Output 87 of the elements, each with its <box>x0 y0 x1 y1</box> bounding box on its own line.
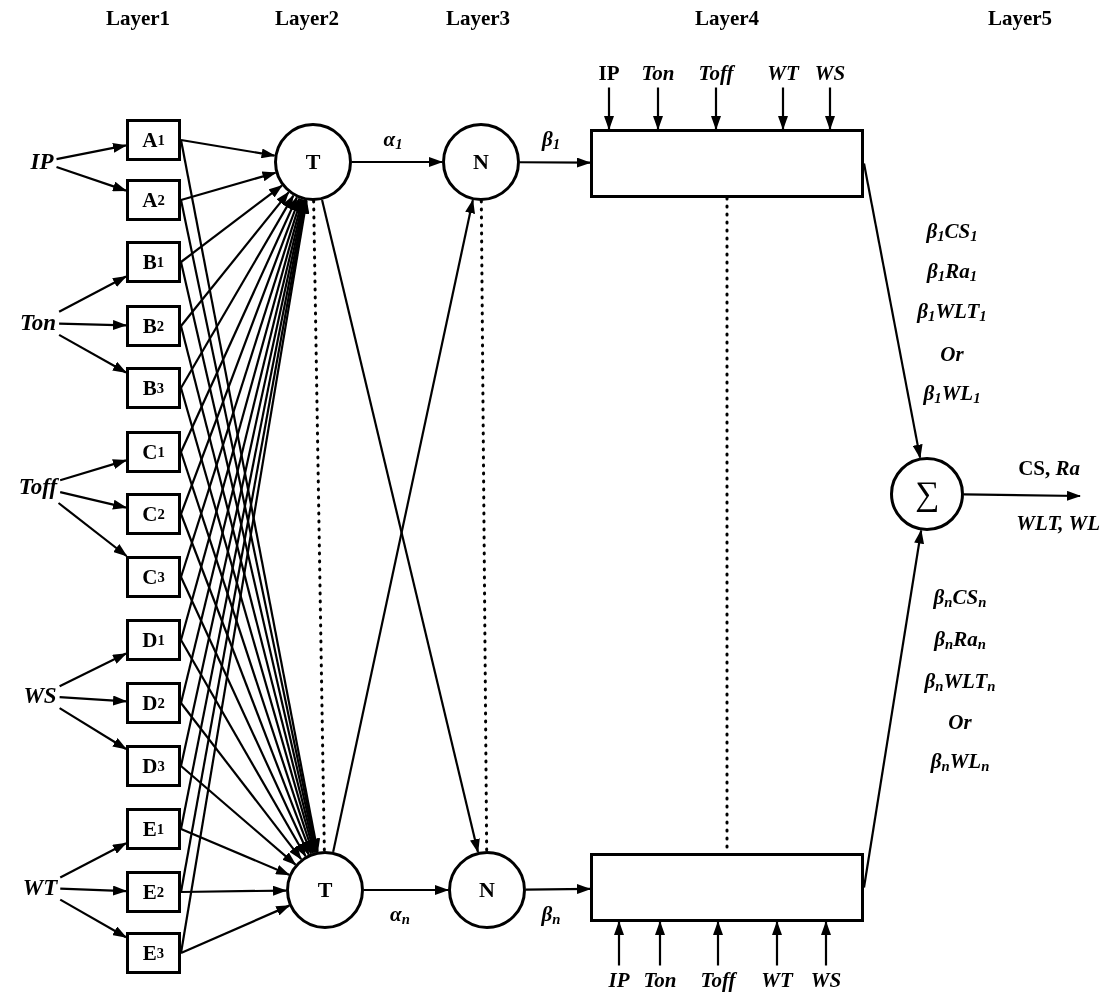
arrow <box>825 87 835 130</box>
arrow <box>614 921 624 966</box>
arrow <box>179 197 301 515</box>
arrow <box>180 184 283 263</box>
input-label: WS <box>23 683 57 709</box>
arrow <box>526 884 591 895</box>
output-label: WLT, WL <box>1016 511 1100 536</box>
arrow <box>862 163 923 459</box>
dotted-line <box>479 199 489 853</box>
input-label: IP <box>598 60 620 86</box>
input-label: Toff <box>18 474 58 500</box>
arrow <box>60 885 127 896</box>
arrow <box>180 639 307 858</box>
input-label: IP <box>30 149 54 175</box>
input-label: IP <box>608 967 630 993</box>
layer-heading: Layer5 <box>987 5 1053 31</box>
layer-heading: Layer2 <box>274 5 340 31</box>
input-label: WT <box>761 967 793 993</box>
arrow <box>179 513 313 855</box>
arrow <box>180 828 290 876</box>
arrow <box>821 921 831 966</box>
input-label: WT <box>22 875 58 901</box>
rule-output-box <box>590 853 864 922</box>
input-label: Toff <box>698 60 734 86</box>
arrow <box>180 138 276 159</box>
node-circle: N <box>442 123 520 201</box>
output-label: CS, Ra <box>1018 456 1080 481</box>
rule-output-box <box>590 129 864 198</box>
output-term: β$_{n}$WL$_{n}$ <box>930 749 990 775</box>
arrow <box>56 165 127 192</box>
node-circle: T <box>274 123 352 201</box>
input-label: WS <box>814 60 846 86</box>
layer-heading: Layer3 <box>445 5 511 31</box>
output-term: β$_{n}$CS$_{n}$ <box>933 585 987 611</box>
arrow <box>59 695 127 706</box>
arrow <box>180 194 295 389</box>
arrow <box>57 502 128 557</box>
arrow <box>181 885 287 896</box>
arrow <box>59 491 127 510</box>
arrow <box>352 157 443 167</box>
arrow <box>711 87 721 130</box>
arrow <box>58 275 127 313</box>
output-term: β$_{1}$Ra$_{1}$ <box>927 259 977 285</box>
output-term: Or <box>940 341 964 367</box>
arrow <box>520 157 591 168</box>
arrow <box>862 529 925 888</box>
arrow <box>59 459 127 482</box>
arrow <box>59 898 127 939</box>
output-term: β$_{n}$WLT$_{n}$ <box>924 669 996 695</box>
input-label: Ton <box>19 310 57 336</box>
arrow <box>59 842 127 879</box>
arrow <box>180 191 290 327</box>
arrow <box>180 196 298 453</box>
arrow <box>59 319 127 330</box>
arrow <box>180 765 297 866</box>
input-label: WS <box>810 967 842 993</box>
arrow <box>772 921 782 966</box>
arrow <box>655 921 665 966</box>
arrow <box>364 885 449 895</box>
arrow <box>180 576 310 856</box>
input-label: Toff <box>700 967 736 993</box>
input-label: Ton <box>641 60 675 86</box>
output-term: Or <box>948 709 972 735</box>
arrow <box>59 707 127 750</box>
node-circle: T <box>286 851 364 929</box>
input-label: WT <box>767 60 799 86</box>
arrow <box>59 652 127 688</box>
layer-heading: Layer4 <box>694 5 760 31</box>
arrow <box>180 904 291 954</box>
arrow <box>778 87 788 130</box>
output-term: β$_{1}$CS$_{1}$ <box>926 219 978 245</box>
layer-heading: Layer1 <box>105 5 171 31</box>
output-term: β$_{1}$WLT$_{1}$ <box>917 299 987 325</box>
arrow <box>964 490 1081 501</box>
arrow <box>56 143 127 161</box>
node-circle: N <box>448 851 526 929</box>
summation-circle: ∑ <box>890 457 964 531</box>
arrow <box>58 333 127 374</box>
arrow <box>180 702 303 860</box>
input-label: Ton <box>643 967 677 993</box>
output-term: β$_{1}$WL$_{1}$ <box>923 381 981 407</box>
arrow <box>653 87 663 130</box>
arrow <box>713 921 723 966</box>
arrow <box>180 171 277 202</box>
arrow <box>604 87 614 130</box>
output-term: β$_{n}$Ra$_{n}$ <box>934 627 986 653</box>
dotted-line <box>312 199 326 853</box>
